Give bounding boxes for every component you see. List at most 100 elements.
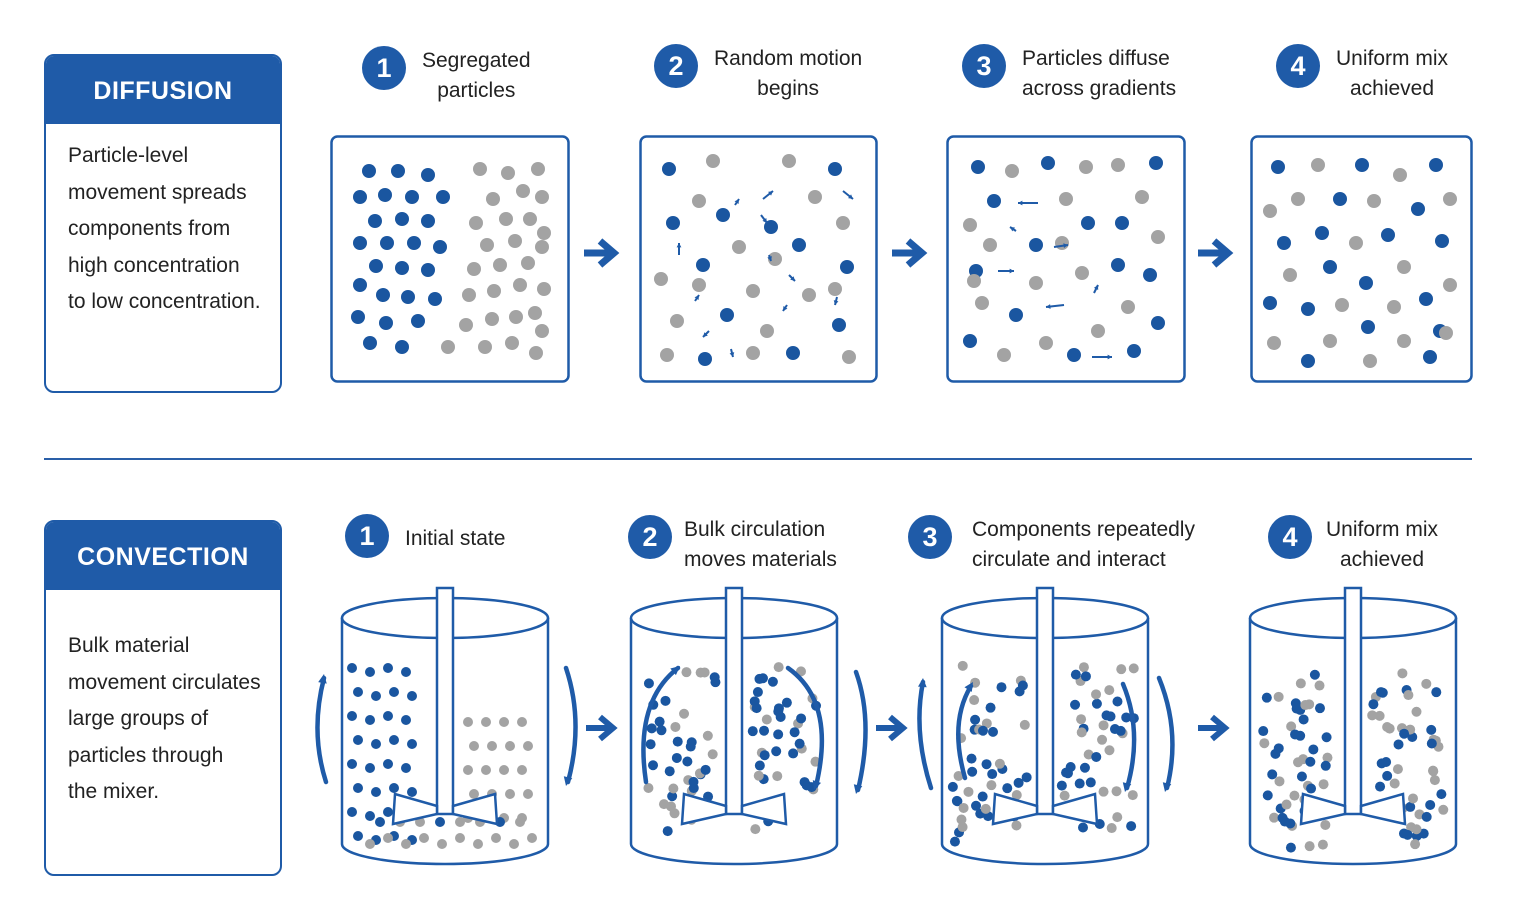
gray-particle (462, 288, 476, 302)
gray-particle (523, 212, 537, 226)
gray-particle (1112, 812, 1123, 823)
gray-particle (699, 667, 710, 678)
step-label: Uniform mix achieved (1326, 515, 1438, 575)
gray-particle (1291, 192, 1305, 206)
gray-particle (505, 789, 515, 799)
gray-particle (1116, 664, 1127, 675)
gray-particle (517, 717, 527, 727)
gray-particle (491, 833, 501, 843)
gray-particle (1335, 298, 1349, 312)
blue-particle (1429, 158, 1443, 172)
blue-particle (987, 194, 1001, 208)
blue-particle (1101, 710, 1112, 721)
blue-particle (1080, 671, 1091, 682)
gray-particle (1076, 714, 1087, 725)
gray-particle (419, 833, 429, 843)
blue-particle (379, 316, 393, 330)
gray-particle (986, 780, 997, 791)
gray-particle (957, 822, 968, 833)
blue-particle (662, 826, 673, 837)
gray-particle (1127, 790, 1138, 801)
blue-particle (401, 715, 411, 725)
gray-particle (980, 803, 991, 814)
blue-particle (788, 748, 799, 759)
step-label-line: circulate and interact (972, 548, 1166, 571)
blue-particle (764, 220, 778, 234)
step-label-line: across gradients (1022, 77, 1177, 100)
gray-particle (1411, 706, 1422, 717)
blue-particle (749, 696, 760, 707)
gray-particle (1283, 268, 1297, 282)
blue-particle (688, 776, 699, 787)
blue-particle (1079, 762, 1090, 773)
blue-particle (951, 795, 962, 806)
circulation-arrow-icon (956, 683, 974, 781)
blue-particle (646, 723, 657, 734)
gray-particle (485, 312, 499, 326)
blue-particle (759, 750, 770, 761)
blue-particle (365, 811, 375, 821)
stage-box (946, 135, 1186, 383)
blue-particle (1405, 801, 1416, 812)
blue-particle (967, 766, 978, 777)
gray-particle (1111, 786, 1122, 797)
blue-particle (407, 236, 421, 250)
gray-particle (481, 765, 491, 775)
gray-particle (1091, 324, 1105, 338)
gray-particle (1289, 790, 1300, 801)
blue-particle (1431, 687, 1442, 698)
step-label-line: Bulk circulation (684, 518, 826, 541)
blue-particle (949, 836, 960, 847)
diffusion-step-3: 3 Particles diffuse across gradients (962, 44, 1176, 104)
mixer-shaft (1035, 586, 1055, 816)
gray-particle (516, 184, 530, 198)
blue-particle (1115, 216, 1129, 230)
gray-particle (499, 765, 509, 775)
blue-particle (362, 164, 376, 178)
step-label-line: begins (757, 77, 820, 100)
gray-particle (654, 272, 668, 286)
gray-particle (1397, 668, 1408, 679)
diffusion-step-2: 2 Random motion begins (654, 44, 862, 104)
step-label-line: Random motion (714, 47, 863, 70)
right-arrow-icon (1198, 714, 1230, 742)
gray-particle (660, 348, 674, 362)
blue-particle (1399, 728, 1410, 739)
mixer-shaft (724, 586, 744, 816)
blue-particle (1359, 276, 1373, 290)
convection-step-4: 4 Uniform mix achieved (1268, 515, 1438, 575)
step-number-badge: 1 (362, 46, 406, 90)
blue-particle (428, 292, 442, 306)
gray-particle (537, 282, 551, 296)
blue-particle (368, 214, 382, 228)
gray-particle (1367, 710, 1378, 721)
blue-particle (1091, 698, 1102, 709)
step-number-badge: 4 (1276, 44, 1320, 88)
blue-particle (700, 764, 711, 775)
gray-particle (383, 833, 393, 843)
convection-step-2: 2 Bulk circulation moves materials (628, 515, 837, 575)
gray-particle (1410, 839, 1421, 850)
gray-particle (1267, 336, 1281, 350)
gray-particle (956, 814, 967, 825)
circulation-arrow-icon (917, 679, 934, 791)
blue-particle (407, 691, 417, 701)
gray-particle (969, 695, 980, 706)
description-line: high concentration (68, 253, 240, 277)
gray-particle (365, 839, 375, 849)
blue-particle (1151, 316, 1165, 330)
gray-particle (487, 284, 501, 298)
gray-particle (1039, 336, 1053, 350)
blue-particle (1085, 777, 1096, 788)
gray-particle (750, 824, 761, 835)
blue-particle (794, 738, 805, 749)
blue-particle (660, 695, 671, 706)
blue-particle (664, 766, 675, 777)
diffusion-stage-3-box (946, 135, 1186, 383)
step-label: Uniform mix achieved (1336, 44, 1448, 104)
gray-particle (1286, 721, 1297, 732)
mixer-shaft (435, 586, 455, 816)
blue-particle (1290, 729, 1301, 740)
diffusion-stage-4-box (1250, 135, 1473, 383)
step-number-badge: 3 (908, 515, 952, 559)
